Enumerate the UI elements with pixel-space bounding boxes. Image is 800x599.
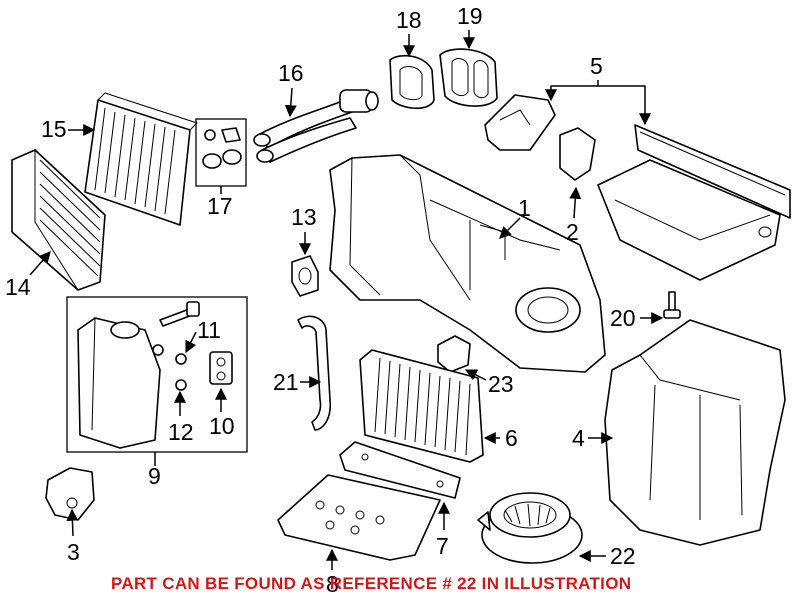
- callout-22: 22: [610, 543, 636, 569]
- part-6-cabin-filter: [359, 349, 484, 463]
- callout-7: 7: [436, 533, 449, 559]
- part-3-resistor: [45, 467, 95, 521]
- callout-23: 23: [488, 371, 514, 397]
- part-13-grommet: [291, 255, 319, 297]
- callout-12: 12: [168, 419, 194, 445]
- part-23-sensor: [437, 335, 471, 373]
- part-4-lower-housing: [604, 319, 786, 546]
- part-20-screw: [663, 291, 681, 319]
- callout-15: 15: [41, 116, 67, 142]
- callout-1: 1: [518, 195, 531, 221]
- callout-16: 16: [278, 60, 304, 86]
- part-8-lower-tray: [277, 474, 441, 561]
- part-7-bracket: [339, 441, 461, 499]
- callout-20: 20: [610, 305, 636, 331]
- part-1-hvac-housing: [329, 154, 606, 373]
- part-16-heater-pipes: [253, 89, 379, 163]
- part-21-drain-hose: [297, 315, 332, 431]
- part-9-expansion-kit: [66, 296, 248, 453]
- callout-11: 11: [197, 317, 221, 343]
- part-22-blower-motor: [477, 492, 583, 564]
- part-5-actuator: [484, 94, 791, 281]
- callout-21: 21: [273, 369, 299, 395]
- callout-13: 13: [291, 204, 317, 230]
- callout-10: 10: [209, 413, 235, 439]
- part-18-gasket: [389, 54, 435, 110]
- part-17-seal-kit: [195, 118, 247, 187]
- part-19-gasket: [439, 48, 498, 107]
- callout-17: 17: [207, 193, 233, 219]
- callouts: 1 2 3 4 5 6 7 8 9 10 11 12 13 14 15: [5, 3, 664, 597]
- reference-notice: PART CAN BE FOUND AS REFERENCE # 22 IN I…: [111, 574, 631, 593]
- callout-4: 4: [572, 425, 585, 451]
- callout-6: 6: [505, 425, 518, 451]
- callout-19: 19: [457, 3, 483, 29]
- callout-18: 18: [396, 7, 422, 33]
- callout-9: 9: [148, 463, 161, 489]
- callout-14: 14: [5, 274, 31, 300]
- part-14-evaporator-core: [11, 149, 106, 291]
- callout-3: 3: [67, 539, 80, 565]
- callout-2: 2: [566, 219, 579, 245]
- part-15-heater-core: [84, 92, 198, 226]
- callout-8: 8: [326, 571, 339, 597]
- callout-5: 5: [590, 53, 603, 79]
